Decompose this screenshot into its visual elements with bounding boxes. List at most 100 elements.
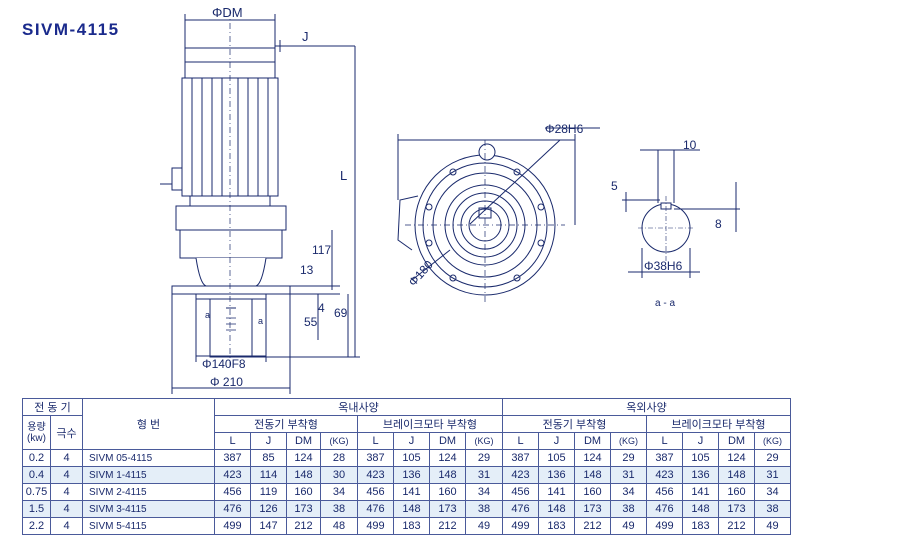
table-cell: 387 [502, 449, 539, 467]
table-cell: 148 [682, 500, 719, 518]
table-cell: 29 [610, 449, 647, 467]
table-cell: 212 [286, 517, 321, 535]
table-cell: 31 [754, 466, 791, 484]
col-l: L [646, 432, 683, 450]
col-j: J [538, 432, 575, 450]
table-cell: 183 [393, 517, 430, 535]
model-header: 형 번 [82, 398, 215, 450]
table-cell: 160 [718, 483, 755, 501]
table-cell: 423 [502, 466, 539, 484]
table-cell: 105 [538, 449, 575, 467]
capacity-header: 용량 (kw) [22, 415, 51, 450]
indoor-brake-attached: 브레이크모타 부착형 [357, 415, 503, 433]
col-kg: (KG) [465, 432, 503, 450]
table-cell: 29 [754, 449, 791, 467]
table-cell: 4 [50, 449, 83, 467]
table-cell: 148 [538, 500, 575, 518]
col-j: J [250, 432, 287, 450]
table-cell: 476 [646, 500, 683, 518]
table-cell: 160 [286, 483, 321, 501]
col-l: L [214, 432, 251, 450]
dimension-drawing: ΦDM J L 117 13 4 55 69 a a Φ140F8 Φ 210 [160, 5, 740, 394]
table-cell: 387 [214, 449, 251, 467]
col-dm: DM [574, 432, 611, 450]
table-cell: 499 [214, 517, 251, 535]
table-cell: 148 [718, 466, 755, 484]
table-cell: 30 [320, 466, 358, 484]
table-cell: 183 [538, 517, 575, 535]
table-cell: 148 [574, 466, 611, 484]
table-cell: 126 [250, 500, 287, 518]
flange-bore-label: Φ28H6 [545, 122, 584, 136]
table-cell: 499 [357, 517, 394, 535]
dim-dm-label: ΦDM [212, 5, 243, 20]
table-cell: 85 [250, 449, 287, 467]
dim-69: 69 [334, 306, 348, 320]
table-cell: SIVM 2-4115 [82, 483, 215, 501]
table-cell: 0.4 [22, 466, 51, 484]
table-cell: 456 [214, 483, 251, 501]
table-cell: 476 [214, 500, 251, 518]
key-width-10: 10 [683, 138, 697, 152]
table-cell: 0.2 [22, 449, 51, 467]
dim-4: 4 [318, 301, 325, 315]
table-cell: 34 [754, 483, 791, 501]
table-cell: 136 [538, 466, 575, 484]
flange-view: Φ28H6 Φ180 [397, 122, 600, 305]
dim-55: 55 [304, 315, 318, 329]
table-cell: 49 [754, 517, 791, 535]
col-dm: DM [286, 432, 321, 450]
col-j: J [393, 432, 430, 450]
table-cell: 4 [50, 483, 83, 501]
table-cell: 212 [574, 517, 611, 535]
table-cell: 160 [429, 483, 466, 501]
table-cell: 34 [610, 483, 647, 501]
section-mark-right: a [258, 316, 263, 326]
table-cell: 38 [610, 500, 647, 518]
table-cell: 105 [393, 449, 430, 467]
table-cell: 147 [250, 517, 287, 535]
table-cell: 136 [682, 466, 719, 484]
table-cell: 387 [357, 449, 394, 467]
table-cell: SIVM 5-4115 [82, 517, 215, 535]
table-cell: 141 [393, 483, 430, 501]
col-kg: (KG) [320, 432, 358, 450]
shaft-dia-label: Φ38H6 [644, 259, 683, 273]
table-cell: 49 [610, 517, 647, 535]
table-cell: 114 [250, 466, 287, 484]
table-cell: 212 [718, 517, 755, 535]
dim-117: 117 [312, 243, 331, 257]
table-cell: 173 [718, 500, 755, 518]
table-cell: 124 [718, 449, 755, 467]
table-cell: 456 [357, 483, 394, 501]
table-cell: 148 [393, 500, 430, 518]
table-cell: 29 [465, 449, 503, 467]
indoor-motor-attached: 전동기 부착형 [214, 415, 358, 433]
dim-l-label: L [340, 168, 347, 183]
table-cell: 173 [429, 500, 466, 518]
table-cell: 124 [286, 449, 321, 467]
table-cell: 456 [502, 483, 539, 501]
table-cell: 1.5 [22, 500, 51, 518]
table-cell: 148 [429, 466, 466, 484]
table-cell: 476 [357, 500, 394, 518]
section-aa-label: a - a [655, 298, 675, 309]
indoor-header: 옥내사양 [214, 398, 503, 416]
table-cell: 4 [50, 500, 83, 518]
dim-140: Φ140F8 [202, 357, 246, 371]
table-cell: 2.2 [22, 517, 51, 535]
table-cell: 4 [50, 517, 83, 535]
col-l: L [357, 432, 394, 450]
col-dm: DM [429, 432, 466, 450]
table-cell: 387 [646, 449, 683, 467]
table-cell: 499 [502, 517, 539, 535]
table-cell: 31 [465, 466, 503, 484]
model-title: SIVM-4115 [22, 20, 120, 39]
outdoor-brake-attached: 브레이크모타 부착형 [646, 415, 791, 433]
